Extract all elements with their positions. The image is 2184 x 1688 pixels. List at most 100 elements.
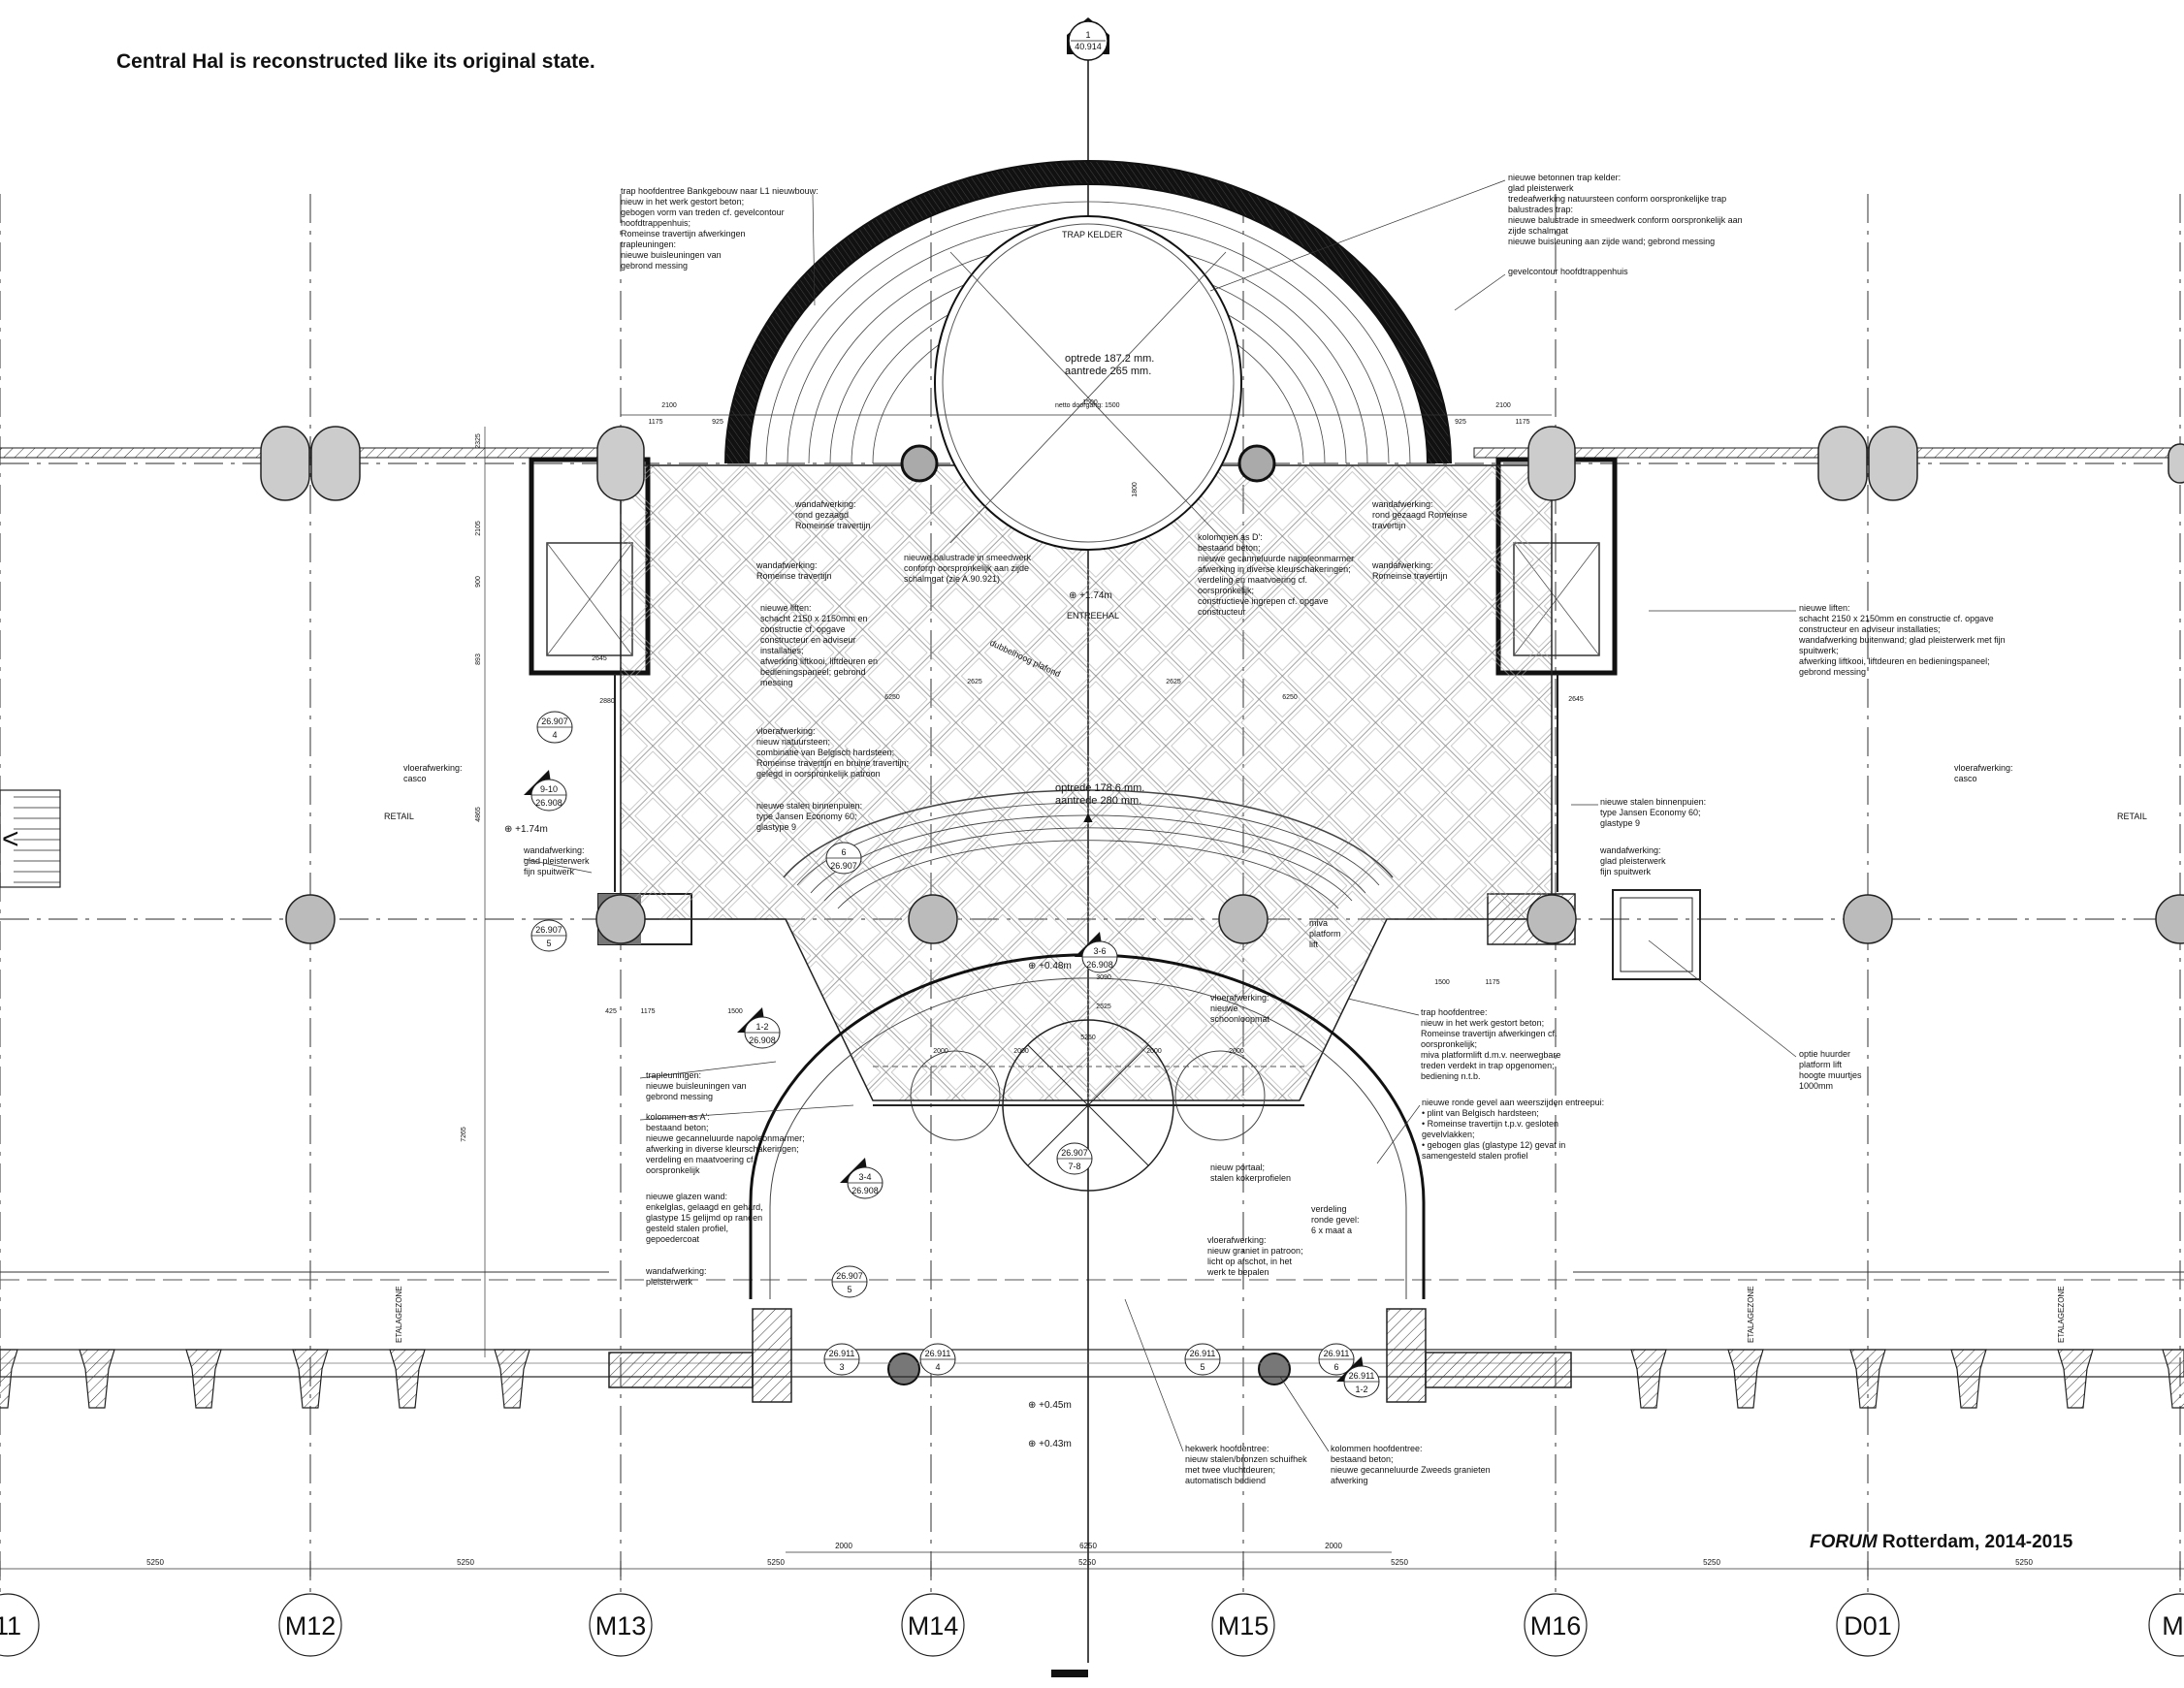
note-liften-right-line: constructeur en adviseur installaties; [1799, 624, 1941, 634]
facade-pier [292, 1349, 329, 1409]
note-liften-left-line: bedieningspaneel; gebrond [760, 667, 866, 677]
note-casco-left-line: casco [403, 774, 427, 783]
note-schoonloopmat-line: schoonloopmat [1210, 1014, 1270, 1024]
detail-reference-top: 26.907 [1061, 1148, 1088, 1158]
note-ronde-gevel-line: nieuwe ronde gevel aan weerszijden entre… [1422, 1098, 1604, 1107]
credit-rest: Rotterdam, 2014-2015 [1877, 1532, 2073, 1552]
facade-pier [2162, 1349, 2184, 1409]
label-retail-right: RETAIL [2117, 812, 2147, 821]
note-glazen-wand-line: gesteld stalen profiel, [646, 1224, 728, 1233]
note-graniet-line: vloerafwerking: [1207, 1235, 1267, 1245]
mid-stair-arc [796, 802, 1380, 886]
sub-dimension-text: 2000 [835, 1542, 852, 1550]
grid-axis-circle [1211, 1593, 1275, 1657]
facade-pier [494, 1349, 530, 1409]
detail-reference: 1-226.908 [737, 1007, 781, 1049]
note-trap-hoofdentree-line: oorspronkelijk; [1421, 1039, 1477, 1049]
note-natuursteen-line: vloerafwerking: [756, 726, 816, 736]
note-wand-glad-right-line: glad pleisterwerk [1600, 856, 1666, 866]
note-liften-left-line: constructie cf. opgave [760, 624, 846, 634]
small-dimension-text: 3090 [1096, 974, 1111, 981]
note-wand-glad-right-line: wandafwerking: [1599, 845, 1661, 855]
small-dimension-text: 6250 [1282, 694, 1298, 701]
section-marker-top: 1 [1085, 30, 1090, 40]
note-graniet-line: nieuw graniet in patroon; [1207, 1246, 1303, 1256]
note-casco-right-line: casco [1954, 774, 1977, 783]
annotations-layer: trap hoofdentree Bankgebouw naar L1 nieu… [384, 173, 2147, 1485]
note-trap-hoofdentree-line: bediening n.t.b. [1421, 1071, 1481, 1081]
detail-reference: 3-626.908 [1075, 932, 1118, 973]
small-dimension-text: 925 [712, 419, 723, 426]
small-dimension-text: 2525 [1096, 1003, 1111, 1010]
central-hall-layer [620, 464, 1553, 1101]
note-wand-rond-right-line: rond gezaagd Romeinse [1372, 510, 1467, 520]
detail-reference-top: 6 [841, 847, 846, 857]
front-facade-band [0, 1349, 2184, 1378]
note-trap-hoofdentree-line: miva platformlift d.m.v. neerwegbare [1421, 1050, 1560, 1060]
side-stair-arrow: < [2, 823, 19, 855]
sub-dimension-text: 2000 [1325, 1542, 1342, 1550]
note-natuursteen-line: Romeinse travertijn en bruine travertijn… [756, 758, 909, 768]
facade-pier [79, 1349, 115, 1409]
note-portaal-line: stalen kokerprofielen [1210, 1173, 1291, 1183]
note-wand-rond-right-line: travertijn [1372, 521, 1406, 530]
bottom-dimension-text: 5250 [767, 1558, 785, 1567]
note-wand-glad-left-line: wandafwerking: [523, 845, 585, 855]
column-paired [1817, 426, 1868, 501]
note-trap-l1-line: Romeinse travertijn afwerkingen [621, 229, 746, 239]
note-optie-huurder-line: optie huurder [1799, 1049, 1850, 1059]
leader-line [812, 193, 816, 306]
note-liften-right-line: gebrond messing [1799, 667, 1866, 677]
grid-axis-bubble: 11 [0, 1593, 40, 1657]
note-kolommen-hoofdentree-line: afwerking [1331, 1476, 1368, 1485]
note-wand-rond-left-line: wandafwerking: [794, 499, 856, 509]
note-verdeling-line: verdeling [1311, 1204, 1347, 1214]
small-dimension-text: 2000 [933, 1048, 948, 1055]
facade-pier [1727, 1349, 1764, 1409]
leader-line [1124, 1298, 1184, 1452]
facade-base-left [608, 1352, 754, 1388]
note-trap-kelder-line: glad pleisterwerk [1508, 183, 1574, 193]
detail-reference-top: 9-10 [540, 784, 558, 794]
leader-line [1279, 1376, 1330, 1452]
column-paired [1868, 426, 1918, 501]
note-wand-rond-left-line: Romeinse travertijn [795, 521, 871, 530]
stair-tread-arc [765, 201, 1411, 464]
facade-pier [0, 1349, 18, 1409]
note-hekwerk-line: automatisch bediend [1185, 1476, 1266, 1485]
note-verdeling-line: 6 x maat a [1311, 1226, 1352, 1235]
small-dimension-text: 5250 [1080, 1035, 1096, 1041]
lift-cross [546, 542, 633, 656]
detail-reference: 626.907 [825, 842, 862, 875]
label-entreehal: ENTREEHAL [1067, 611, 1119, 621]
section-marker-bottom: 40.914 [1075, 42, 1102, 51]
note-trap-l1-line: nieuwe buisleuningen van [621, 250, 722, 260]
small-dimension-text: 6250 [884, 694, 900, 701]
note-ronde-gevel-line: gevelvlakken; [1422, 1130, 1475, 1139]
leader-line [1648, 940, 1797, 1058]
note-wand-pleister-line: pleisterwerk [646, 1277, 693, 1287]
grid-axis-label: D01 [1844, 1611, 1892, 1640]
column-entrance [887, 1353, 920, 1385]
stair-outer-wall-hatch [726, 162, 1450, 464]
note-liften-left-line: constructeur en adviseur [760, 635, 856, 645]
note-miva-line: miva [1309, 918, 1328, 928]
leader-line [1376, 1104, 1421, 1164]
detail-reference-bottom: 6 [1333, 1362, 1338, 1372]
detail-reference-bottom: 5 [847, 1285, 851, 1294]
grid-axis-circle [589, 1593, 653, 1657]
detail-reference-top: 3-6 [1093, 946, 1106, 956]
mid-stair-arc [783, 789, 1394, 878]
note-trap-l1-line: nieuw in het werk gestort beton; [621, 197, 744, 207]
label-retail-left: RETAIL [384, 812, 414, 821]
leader-line [523, 858, 593, 874]
note-balustrade-line: schalmgat (zie A.90.921) [904, 574, 1000, 584]
small-dimension-text: 2000 [1146, 1048, 1162, 1055]
note-trapleuningen-line: trapleuningen: [646, 1070, 701, 1080]
note-kolommen-d-line: bestaand beton; [1198, 543, 1261, 553]
